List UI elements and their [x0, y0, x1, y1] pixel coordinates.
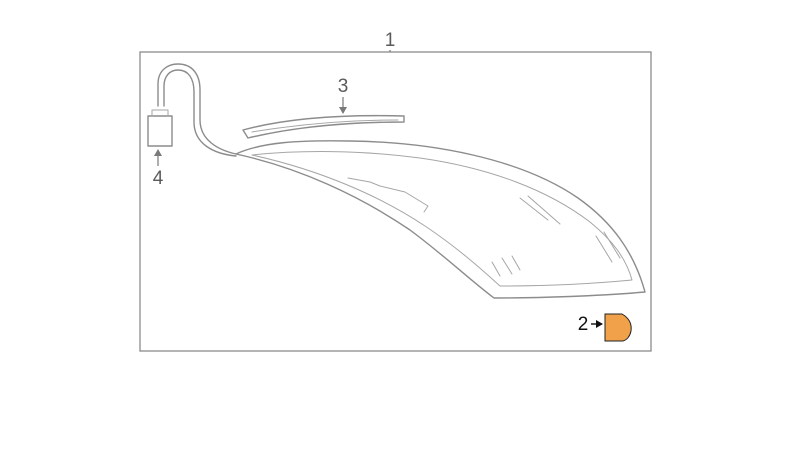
highlighted-part-2 [604, 313, 632, 342]
callout-1-label: 1 [385, 30, 396, 51]
window-glass-assembly [235, 140, 646, 299]
callout-2-label: 2 [578, 314, 589, 335]
top-strip-part [242, 114, 405, 139]
connector-cable-part [147, 63, 237, 157]
callout-4-label: 4 [153, 168, 164, 189]
callout-3-label: 3 [338, 76, 349, 97]
diagram-frame [139, 51, 652, 352]
